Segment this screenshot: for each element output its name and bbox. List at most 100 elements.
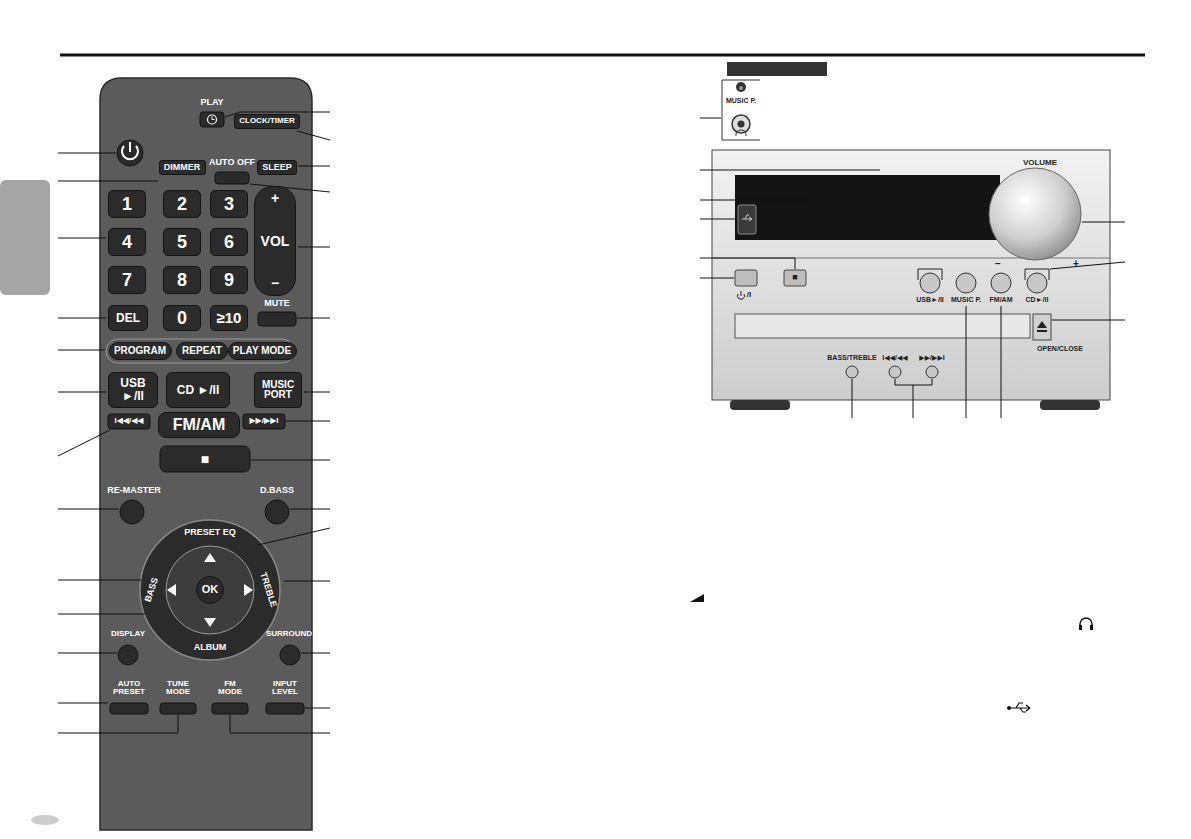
unit-foot xyxy=(1040,400,1100,410)
remote-label: ▶▶/▶▶I xyxy=(249,417,278,425)
remote-label: D.BASS xyxy=(260,486,294,495)
stop-button xyxy=(784,270,806,286)
remote-label: PRESET EQ xyxy=(184,528,236,537)
remote-button: 7 xyxy=(108,266,146,294)
remote-button: CLOCK/TIMER xyxy=(234,114,300,129)
unit-label: OPEN/CLOSE xyxy=(1037,345,1083,352)
dpad-arrows xyxy=(167,553,253,627)
remote-button: 5 xyxy=(163,228,201,256)
remote-button: FM/AM xyxy=(158,412,240,438)
volume-rocker: + VOL − xyxy=(254,186,296,296)
remote-label: SURROUND xyxy=(266,630,312,638)
button-bracket xyxy=(918,269,1049,280)
unit-label: BASS/TREBLE xyxy=(827,354,876,361)
power-symbol xyxy=(741,291,742,296)
music-port-jack xyxy=(736,82,746,92)
remote-label: ALBUM xyxy=(194,643,227,652)
button-text: CD ►/II xyxy=(177,384,220,397)
unit-foot xyxy=(730,400,790,410)
button-text: − xyxy=(271,276,279,291)
unit-label: MUSIC P. xyxy=(726,97,756,104)
usb-port xyxy=(738,205,756,234)
button-text: DEL xyxy=(116,312,140,325)
remote-label: FM MODE xyxy=(215,680,245,697)
remote-button: REPEAT xyxy=(176,342,228,360)
remote-button: 9 xyxy=(210,266,248,294)
power-symbol xyxy=(129,142,131,152)
remote-body xyxy=(100,78,312,830)
remote-label: TUNE MODE xyxy=(163,680,193,697)
unit-label: − xyxy=(995,259,1001,270)
headphone-symbol xyxy=(1090,625,1093,630)
remote-button: DEL xyxy=(108,305,148,331)
remote-button: DIMMER xyxy=(159,160,206,175)
button-text: 7 xyxy=(122,271,132,290)
button-text: 5 xyxy=(177,233,187,252)
remote-button: MUSIC PORT xyxy=(254,372,302,408)
unit-label: + xyxy=(1073,259,1079,270)
remote-button: 1 xyxy=(108,190,146,218)
button-text: DIMMER xyxy=(164,163,201,172)
remote-label: I◀◀/◀◀ xyxy=(114,417,143,425)
button-text: CLOCK/TIMER xyxy=(239,117,295,125)
eject-button xyxy=(1033,314,1051,340)
headphone-symbol xyxy=(736,130,746,136)
button-text: ≥10 xyxy=(217,310,242,326)
inset-header xyxy=(727,62,827,76)
unit-label: VOLUME xyxy=(1023,159,1057,167)
inset-bracket xyxy=(722,80,760,140)
page-mark xyxy=(31,815,59,825)
remote-buttons xyxy=(108,112,304,714)
remote-label: TREBLE xyxy=(258,571,278,608)
volume-symbol xyxy=(690,594,704,602)
button-text: FM/AM xyxy=(173,417,225,434)
remote-button: 3 xyxy=(210,190,248,218)
remote-label: INPUT LEVEL xyxy=(267,680,303,697)
button-text: MUSIC PORT xyxy=(258,380,298,401)
remote-label: DISPLAY xyxy=(111,630,145,638)
remote-label: BASS xyxy=(144,577,161,604)
remote-label: ■ xyxy=(201,452,209,467)
unit-label: ■ xyxy=(792,273,797,282)
remote-button: SLEEP xyxy=(257,160,297,175)
usb-symbol xyxy=(1010,703,1030,712)
button-text: 1 xyxy=(122,195,132,214)
button-text: REPEAT xyxy=(182,346,222,357)
display-panel xyxy=(735,175,1000,240)
clock-symbol xyxy=(212,117,215,120)
remote-button: PLAY MODE xyxy=(228,342,297,360)
page-tab xyxy=(0,180,50,295)
button-text: VOL xyxy=(261,234,290,249)
eject-symbol xyxy=(1037,321,1047,328)
remote-button: ≥10 xyxy=(210,305,248,331)
button-text: PROGRAM xyxy=(114,346,166,357)
remote-button: USB ►/II xyxy=(108,372,158,408)
button-text: 0 xyxy=(177,309,187,328)
unit-label: USB►/II xyxy=(916,296,944,303)
button-text: 8 xyxy=(177,271,187,290)
button-text: + xyxy=(271,191,279,206)
button-text: PLAY MODE xyxy=(233,346,291,357)
unit-label: MUSIC P. xyxy=(951,296,981,303)
remote-button: PROGRAM xyxy=(109,342,172,360)
remote-label: AUTO PRESET xyxy=(111,680,147,697)
ok-button: OK xyxy=(196,576,224,604)
remote-button: 8 xyxy=(163,266,201,294)
power-button xyxy=(735,270,757,286)
leader-lines xyxy=(58,112,330,733)
unit-label: FM/AM xyxy=(990,296,1013,303)
button-text: 4 xyxy=(122,233,132,252)
remote-button: 2 xyxy=(163,190,201,218)
remote-button: 0 xyxy=(163,305,201,331)
page-rule xyxy=(60,54,1145,57)
button-text: 6 xyxy=(224,233,234,252)
disc-slot xyxy=(735,314,1030,338)
eject-symbol xyxy=(1037,330,1047,332)
remote-button: CD ►/II xyxy=(166,372,230,408)
unit-label: /I xyxy=(747,291,751,299)
remote-label: PLAY xyxy=(200,98,223,107)
remote-button: 6 xyxy=(210,228,248,256)
usb-symbol xyxy=(742,215,752,221)
button-text: OK xyxy=(202,584,219,596)
unit-body xyxy=(712,150,1110,400)
